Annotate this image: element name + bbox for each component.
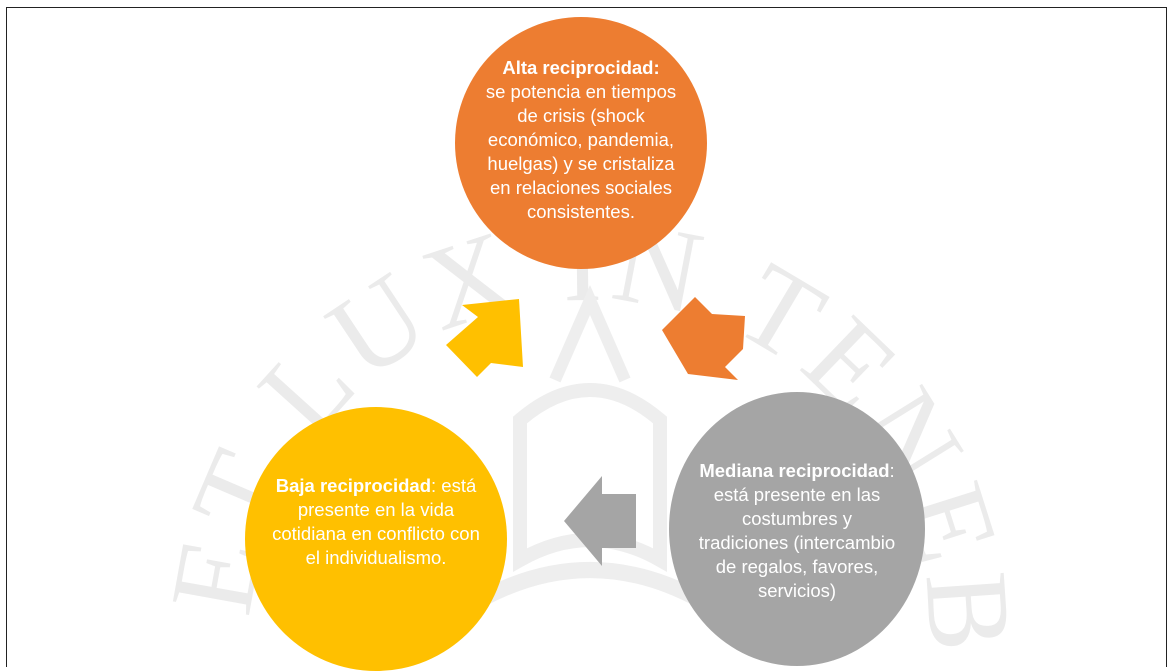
node-title: Alta reciprocidad: (502, 57, 660, 78)
node-text: se potencia en tiempos de crisis (shock … (485, 81, 677, 222)
node-baja-reciprocidad: Baja reciprocidad: está presente en la v… (245, 407, 507, 671)
node-title: Mediana reciprocidad (699, 460, 890, 481)
node-text: : está presente en las costumbres y trad… (698, 460, 896, 601)
arrow-left-to-top (446, 299, 523, 377)
node-text: : está presente en la vida cotidiana en … (272, 475, 480, 568)
node-alta-reciprocidad: Alta reciprocidad: se potencia en tiempo… (455, 17, 707, 269)
node-mediana-reciprocidad: Mediana reciprocidad: está presente en l… (669, 392, 925, 666)
node-title: Baja reciprocidad (275, 475, 431, 496)
arrow-right-to-left (564, 476, 636, 566)
arrow-top-to-right (662, 297, 745, 380)
